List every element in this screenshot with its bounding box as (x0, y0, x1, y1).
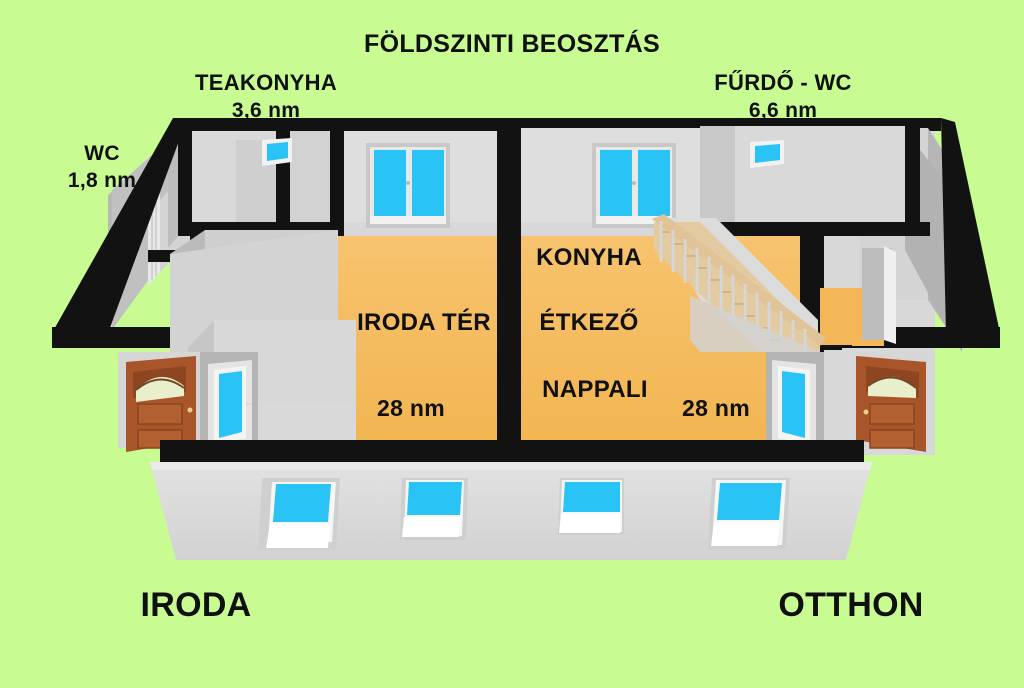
room-label-teakonyha: TEAKONYHA 3,6 nm (195, 70, 337, 123)
section-label-iroda: IRODA (140, 586, 252, 624)
right-interior-doorway (862, 246, 896, 344)
front-window-1 (258, 478, 340, 550)
room-label-furdo-wc-area: 6,6 nm (748, 99, 818, 122)
central-dividing-wall (497, 118, 521, 452)
side-window-right (766, 352, 824, 452)
small-window-right (750, 140, 784, 168)
entry-door-right (852, 352, 934, 452)
entry-door-left (118, 352, 200, 452)
room-label-etkezo: ÉTKEZŐ (539, 309, 639, 336)
front-window-4 (708, 478, 790, 550)
room-label-nappali: NAPPALI (542, 376, 648, 403)
back-window-right (592, 143, 676, 228)
room-area-nappali: 28 nm (682, 395, 750, 421)
exterior-walls-dark (52, 118, 941, 452)
room-label-wc: WC 1,8 nm (68, 142, 136, 193)
room-label-iroda-ter: IRODA TÉR (357, 309, 491, 336)
page-title: FÖLDSZINTI BEOSZTÁS (364, 30, 660, 58)
room-label-wc-name: WC (84, 142, 120, 165)
side-window-left (200, 352, 258, 452)
room-label-furdo-wc: FŰRDŐ - WC 6,6 nm (714, 70, 851, 123)
room-label-konyha: KONYHA (536, 244, 642, 271)
staircase (652, 214, 826, 356)
room-area-iroda-ter: 28 nm (377, 395, 445, 421)
front-window-2 (400, 478, 468, 540)
section-label-otthon: OTTHON (778, 586, 924, 624)
room-label-furdo-wc-name: FŰRDŐ - WC (714, 70, 852, 95)
room-label-wc-area: 1,8 nm (67, 169, 137, 192)
back-window-left (366, 143, 450, 228)
front-window-3 (558, 478, 624, 535)
small-window-left (262, 138, 292, 166)
room-label-teakonyha-area: 3,6 nm (231, 99, 301, 122)
room-label-teakonyha-name: TEAKONYHA (194, 70, 338, 95)
